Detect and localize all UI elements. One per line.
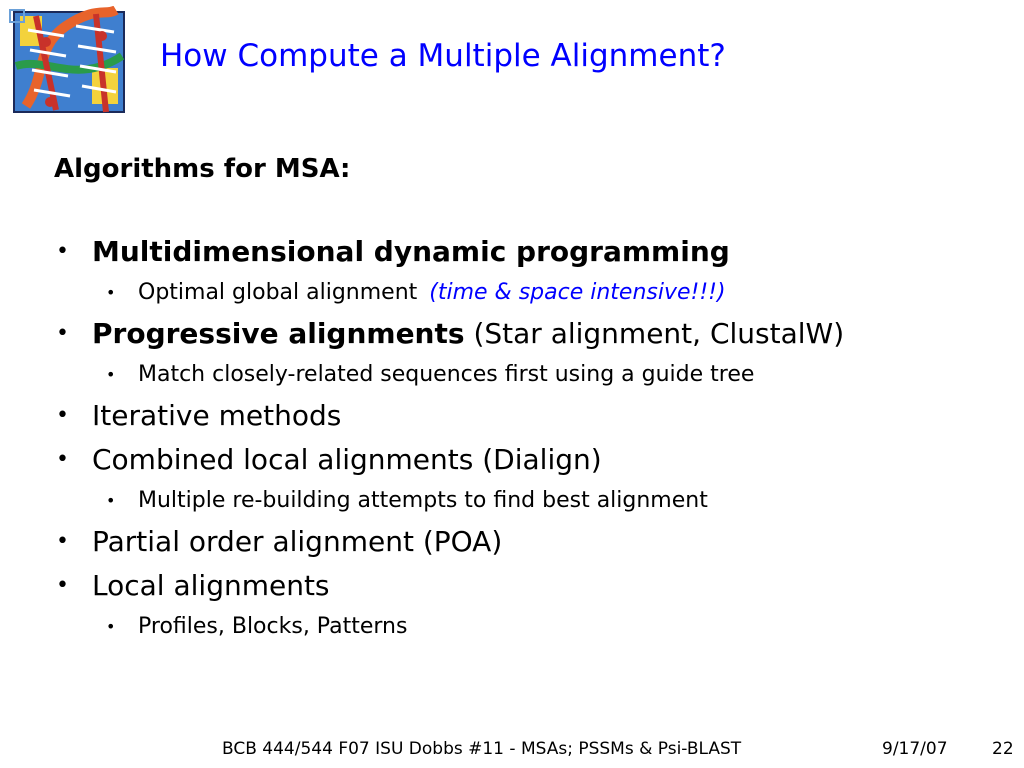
bullet-dot-icon: • (56, 529, 69, 554)
bullet-bold-text: Progressive alignments (92, 317, 465, 350)
bullet-text: Local alignments (92, 569, 330, 602)
bullet-text: Match closely-related sequences first us… (138, 362, 755, 387)
bullet-item: • Local alignments (54, 564, 1004, 608)
bullet-note: (time & space intensive!!!) (429, 280, 726, 305)
sub-bullet-item: • Match closely-related sequences first u… (54, 356, 1004, 394)
bullet-dot-icon: • (106, 617, 116, 636)
bullet-text: Optimal global alignment (138, 280, 418, 305)
bullet-item: • Combined local alignments (Dialign) (54, 438, 1004, 482)
bullet-bold-text: Multidimensional dynamic programming (92, 235, 730, 268)
footer-page-number: 22 (992, 739, 1014, 759)
bullet-item: • Iterative methods (54, 394, 1004, 438)
bullet-dot-icon: • (56, 239, 69, 264)
bullet-item: • Partial order alignment (POA) (54, 520, 1004, 564)
bullet-dot-icon: • (56, 447, 69, 472)
bullet-dot-icon: • (56, 573, 69, 598)
dna-clipart-icon (9, 6, 125, 113)
bullet-item: • Progressive alignments (Star alignment,… (54, 312, 1004, 356)
bullet-dot-icon: • (56, 403, 69, 428)
section-heading: Algorithms for MSA: (54, 154, 351, 184)
sub-bullet-item: • Multiple re-building attempts to find b… (54, 482, 1004, 520)
bullet-text: Multiple re-building attempts to find be… (138, 488, 708, 513)
bullet-text: Combined local alignments (Dialign) (92, 443, 602, 476)
bullet-dot-icon: • (56, 321, 69, 346)
sub-bullet-item: • Optimal global alignment (time & space i… (54, 274, 1004, 312)
bullet-dot-icon: • (106, 283, 116, 302)
bullet-dot-icon: • (106, 491, 116, 510)
bullet-text: Profiles, Blocks, Patterns (138, 614, 408, 639)
sub-bullet-item: • Profiles, Blocks, Patterns (54, 608, 1004, 646)
bullet-item: • Multidimensional dynamic programming (54, 230, 1004, 274)
bullet-text: (Star alignment, ClustalW) (464, 317, 845, 350)
footer-course: BCB 444/544 F07 ISU Dobbs #11 - MSAs; PS… (222, 739, 742, 759)
bullet-dot-icon: • (106, 365, 116, 384)
bullet-text: Partial order alignment (POA) (92, 525, 503, 558)
bullet-list: • Multidimensional dynamic programming • Op… (54, 230, 1004, 646)
slide-title: How Compute a Multiple Alignment? (160, 38, 726, 74)
bullet-text: Iterative methods (92, 399, 342, 432)
footer-date: 9/17/07 (882, 739, 948, 759)
